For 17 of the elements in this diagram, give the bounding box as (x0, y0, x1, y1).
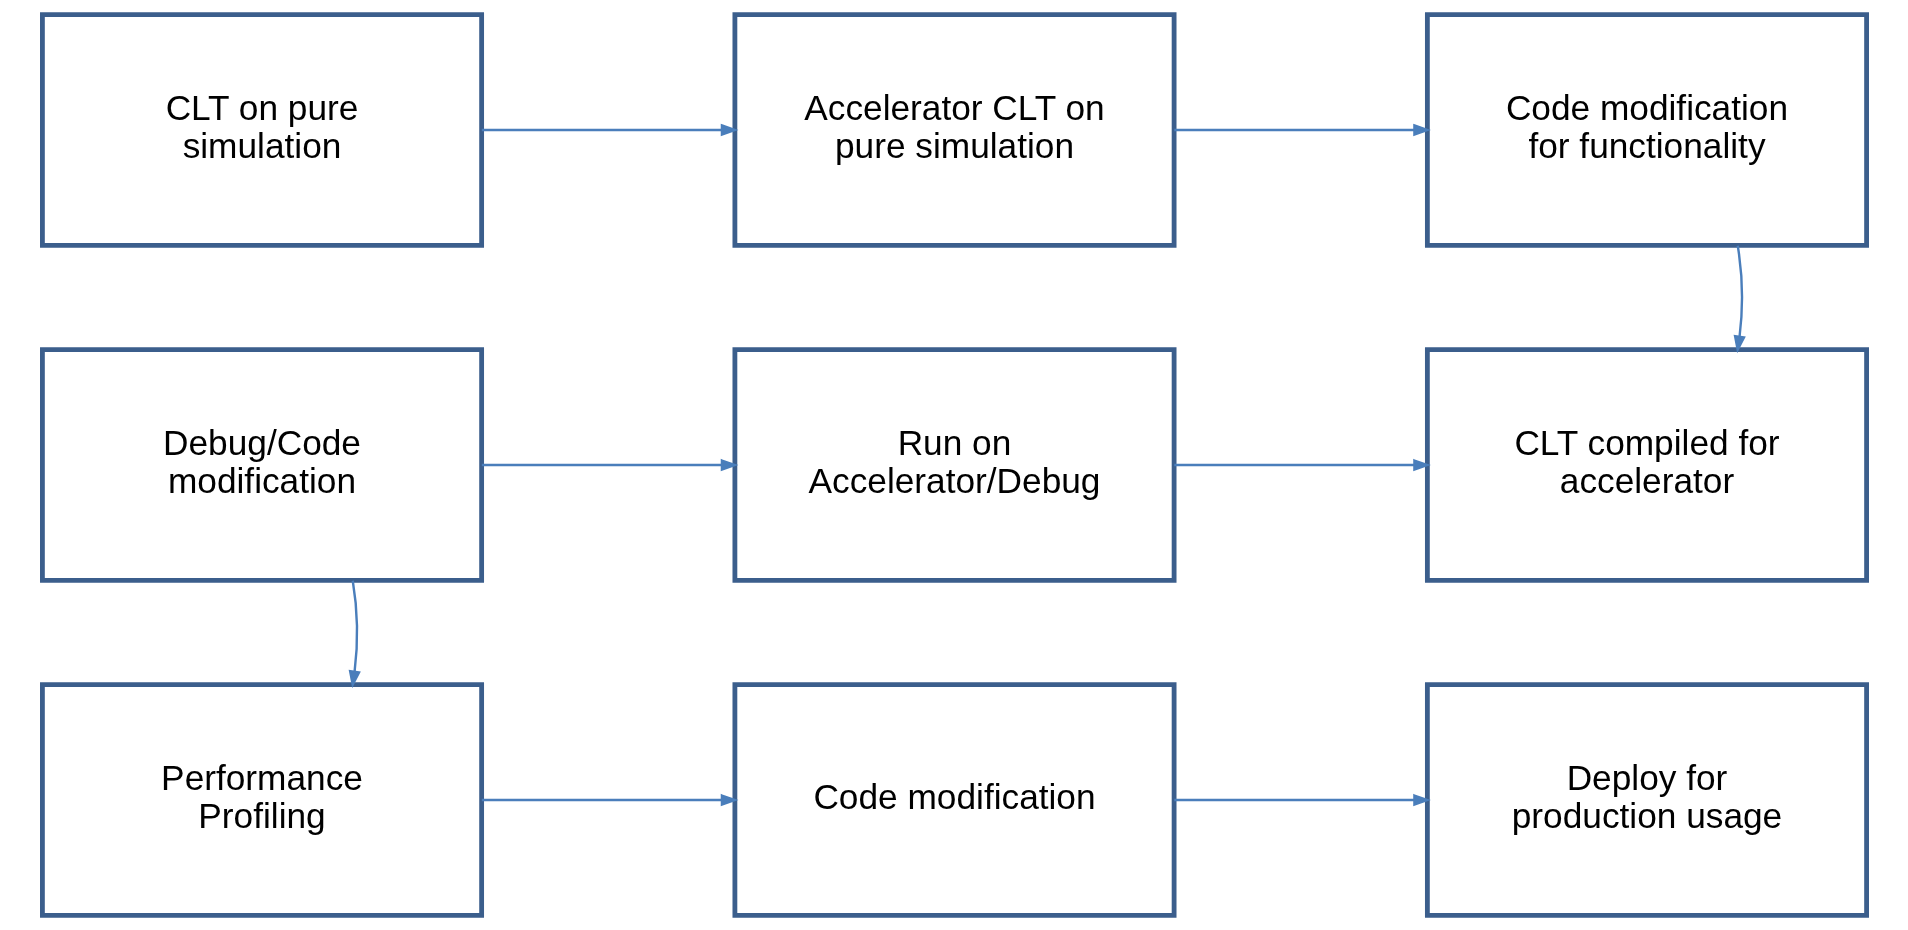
arrow (481, 793, 738, 807)
arrow (1173, 123, 1431, 137)
arrow (1173, 793, 1431, 807)
arrow (1173, 458, 1431, 472)
arrow (481, 458, 738, 472)
node-box: Code modification (732, 682, 1176, 918)
node-box: Accelerator CLT on pure simulation (732, 12, 1176, 248)
arrow (1733, 245, 1746, 354)
node-box: Run on Accelerator/Debug (732, 347, 1176, 583)
node-box: Performance Profiling (39, 682, 484, 918)
node-box: Code modification for functionality (1424, 12, 1869, 248)
arrow (481, 123, 738, 137)
node-box: Deploy for production usage (1424, 682, 1869, 918)
node-box: CLT on pure simulation (39, 12, 484, 248)
node-box: CLT compiled for accelerator (1424, 347, 1869, 583)
arrow (348, 580, 361, 689)
node-box: Debug/Code modification (39, 347, 484, 583)
